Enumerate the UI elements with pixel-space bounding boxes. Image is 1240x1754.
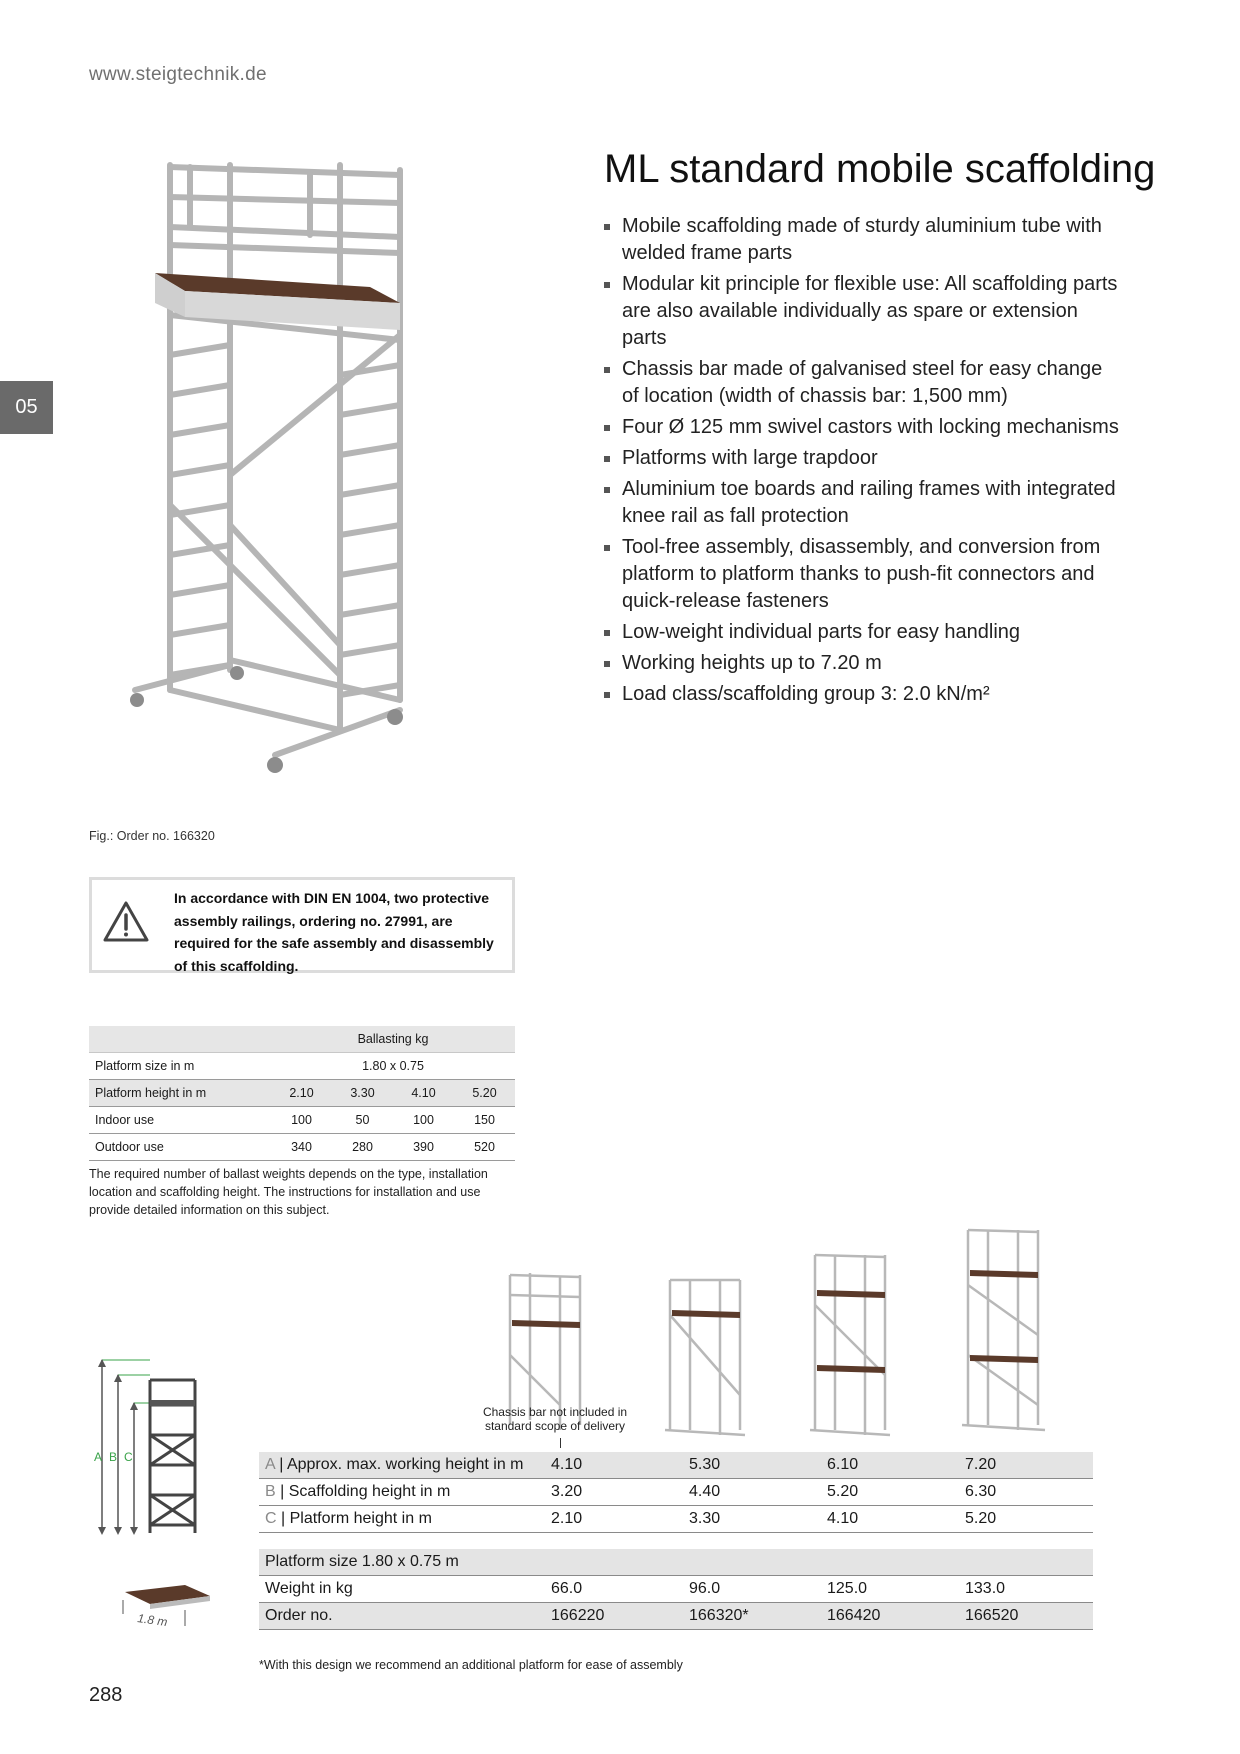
feature-item: Low-weight individual parts for easy han…	[604, 619, 1124, 646]
table-cell: 6.10	[821, 1452, 959, 1479]
table-cell: 4.40	[683, 1478, 821, 1506]
row-label: | Approx. max. working height in m	[274, 1456, 524, 1473]
table-cell: 3.20	[545, 1478, 683, 1506]
table-row: Outdoor use 340 280 390 520	[89, 1133, 515, 1161]
table-cell: 50	[332, 1106, 393, 1134]
table-cell: 150	[454, 1106, 515, 1134]
row-label: Platform height in m	[89, 1079, 271, 1107]
table-row: C | Platform height in m 2.10 3.30 4.10 …	[259, 1505, 1093, 1533]
table-row: Indoor use 100 50 100 150	[89, 1106, 515, 1134]
table-cell: 4.10	[393, 1079, 454, 1107]
row-label: Weight in kg	[259, 1575, 545, 1603]
dimension-label-c: C	[124, 1450, 133, 1464]
figure-caption: Fig.: Order no. 166320	[89, 829, 215, 843]
table-row: Ballasting kg	[89, 1026, 515, 1053]
feature-item: Chassis bar made of galvanised steel for…	[604, 356, 1124, 410]
page-title: ML standard mobile scaffolding	[604, 147, 1156, 191]
table-row: Platform height in m 2.10 3.30 4.10 5.20	[89, 1079, 515, 1107]
table-cell: 2.10	[271, 1079, 332, 1107]
table-cell: 390	[393, 1133, 454, 1161]
chapter-tab: 05	[0, 381, 53, 434]
feature-item: Aluminium toe boards and railing frames …	[604, 476, 1124, 530]
feature-item: Mobile scaffolding made of sturdy alumin…	[604, 213, 1124, 267]
ballast-table: Ballasting kg Platform size in m 1.80 x …	[89, 1026, 515, 1161]
table-cell: 133.0	[959, 1575, 1093, 1603]
table-cell: 5.20	[959, 1505, 1093, 1533]
row-label: | Scaffolding height in m	[275, 1483, 451, 1500]
platform-size-value: 1.80 x 0.75	[271, 1052, 515, 1080]
platform-diagram: 1.8 m	[122, 1585, 210, 1629]
spec-table-order: Platform size 1.80 x 0.75 m Weight in kg…	[259, 1549, 1093, 1630]
dimension-label-b: B	[109, 1450, 118, 1464]
table-cell: 4.10	[821, 1505, 959, 1533]
ballast-note: The required number of ballast weights d…	[89, 1167, 488, 1217]
page-number: 288	[89, 1684, 123, 1706]
table-cell: 3.30	[683, 1505, 821, 1533]
table-cell: 3.30	[332, 1079, 393, 1107]
row-label: Order no.	[259, 1602, 545, 1630]
table-cell: 7.20	[959, 1452, 1093, 1479]
chassis-note: Chassis bar not included in standard sco…	[482, 1405, 628, 1433]
warning-text: In accordance with DIN EN 1004, two prot…	[174, 890, 494, 974]
table-row: Platform size 1.80 x 0.75 m	[259, 1549, 1093, 1576]
table-cell: 340	[271, 1133, 332, 1161]
table-cell: 520	[454, 1133, 515, 1161]
table-row: A | Approx. max. working height in m 4.1…	[259, 1452, 1093, 1479]
row-label: Outdoor use	[89, 1133, 271, 1161]
table-cell: 100	[393, 1106, 454, 1134]
platform-size-label: Platform size 1.80 x 0.75 m	[259, 1549, 1093, 1576]
feature-list: Mobile scaffolding made of sturdy alumin…	[604, 213, 1124, 712]
table-cell: 6.30	[959, 1478, 1093, 1506]
warning-triangle-icon	[103, 901, 149, 942]
pointer-line	[560, 1438, 561, 1448]
feature-item: Modular kit principle for flexible use: …	[604, 271, 1124, 352]
table-cell: 4.10	[545, 1452, 683, 1479]
table-cell: 280	[332, 1133, 393, 1161]
spec-table-heights: A | Approx. max. working height in m 4.1…	[259, 1452, 1093, 1533]
table-row: Platform size in m 1.80 x 0.75	[89, 1052, 515, 1080]
table-cell: 5.30	[683, 1452, 821, 1479]
row-label: | Platform height in m	[276, 1510, 432, 1527]
table-cell: 125.0	[821, 1575, 959, 1603]
row-letter: B	[265, 1483, 276, 1500]
row-label: Platform size in m	[89, 1052, 271, 1080]
order-number: 166220	[545, 1602, 683, 1630]
table-row: Order no. 166220 166320* 166420 166520	[259, 1602, 1093, 1630]
footnote: *With this design we recommend an additi…	[259, 1658, 683, 1672]
table-row: B | Scaffolding height in m 3.20 4.40 5.…	[259, 1478, 1093, 1506]
table-cell: 96.0	[683, 1575, 821, 1603]
ballast-header: Ballasting kg	[271, 1026, 515, 1053]
feature-item: Platforms with large trapdoor	[604, 445, 1124, 472]
dimension-diagram	[98, 1359, 197, 1535]
feature-item: Four Ø 125 mm swivel castors with lockin…	[604, 414, 1124, 441]
row-label: Indoor use	[89, 1106, 271, 1134]
feature-item: Tool-free assembly, disassembly, and con…	[604, 534, 1124, 615]
table-cell: 5.20	[821, 1478, 959, 1506]
row-letter: A	[265, 1456, 275, 1473]
scaffolding-variants-image	[508, 1228, 1046, 1437]
website-url: www.steigtechnik.de	[89, 64, 267, 85]
order-number: 166520	[959, 1602, 1093, 1630]
table-row: Weight in kg 66.0 96.0 125.0 133.0	[259, 1575, 1093, 1603]
dimension-label-a: A	[94, 1450, 103, 1464]
feature-item: Working heights up to 7.20 m	[604, 650, 1124, 677]
table-cell: 2.10	[545, 1505, 683, 1533]
scaffolding-product-image	[130, 162, 403, 773]
feature-item: Load class/scaffolding group 3: 2.0 kN/m…	[604, 681, 1124, 708]
table-cell: 5.20	[454, 1079, 515, 1107]
row-letter: C	[265, 1510, 277, 1527]
warning-box: In accordance with DIN EN 1004, two prot…	[89, 877, 515, 974]
order-number: 166320*	[683, 1602, 821, 1630]
order-number: 166420	[821, 1602, 959, 1630]
table-cell: 100	[271, 1106, 332, 1134]
table-cell: 66.0	[545, 1575, 683, 1603]
platform-length-label: 1.8 m	[137, 1611, 169, 1629]
